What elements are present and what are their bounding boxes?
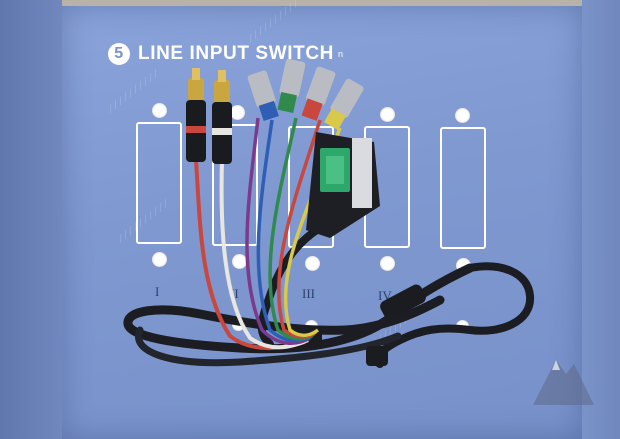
bottom-hole-3 [305,256,320,271]
scart-plug-icon [306,132,380,238]
ferrite-core [380,284,426,320]
title-number-badge: 5 [108,43,130,65]
background-wall [0,0,620,8]
input-label-1: I [155,284,160,299]
bnc-plug-icon [247,70,279,122]
bnc-plug-icon [277,58,306,113]
title-text: LINE INPUT SWITCH [138,43,334,64]
bnc-plug-icon [301,66,336,121]
wire-white-rca [219,159,309,350]
bottom-hole-4 [380,256,395,271]
top-hole-5 [455,108,470,123]
mountain-logo-icon [533,360,594,405]
input-slot-2 [212,124,258,246]
main-cable-lower [135,326,402,367]
rca-plug-icon [212,70,232,164]
top-hole-1 [152,103,167,118]
panel-title: 5 LINE INPUT SWITCH n [108,42,344,66]
main-cable-tail [373,262,535,368]
wire-blue [256,119,313,343]
bottom-hole-1 [152,252,167,267]
bnc-plug-icon [324,78,364,130]
background-left-edge [0,0,62,439]
background-right-edge [582,0,620,439]
wire-green [268,117,316,341]
main-cable [123,263,475,354]
input-slot-1 [136,122,182,244]
ferrite-core-small [366,346,388,366]
input-label-2: II [230,286,239,301]
input-label-3: III [302,286,315,301]
rca-plug-icon [186,68,206,162]
top-hole-2 [230,105,245,120]
wire-purple [245,117,311,345]
top-hole-4 [380,107,395,122]
bottom-hole-2 [232,254,247,269]
title-mark: n [337,49,344,59]
input-slot-5 [440,127,486,249]
